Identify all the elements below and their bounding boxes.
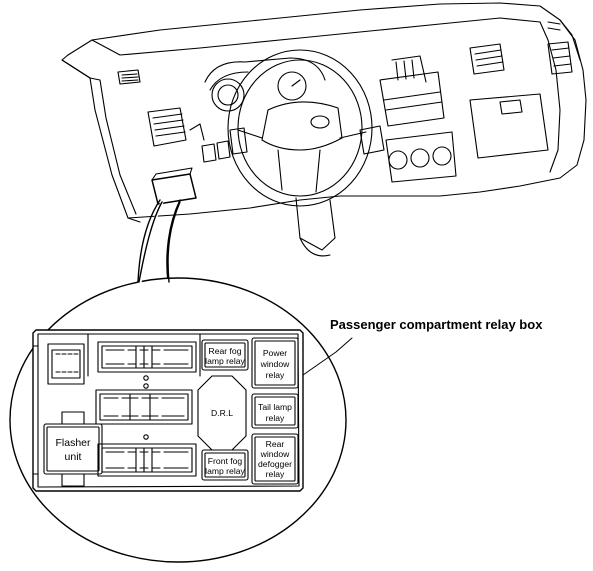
label-rear-defogger-4: relay <box>266 469 285 479</box>
connector-left-top <box>47 343 85 385</box>
screw-hole <box>143 434 149 440</box>
label-tail-lamp-2: relay <box>266 413 285 423</box>
relay-rear-fog <box>201 339 249 371</box>
label-rear-defogger-3: defogger <box>258 459 292 469</box>
relay-blocks-dash <box>189 123 248 163</box>
side-air-vent <box>147 107 187 147</box>
label-flasher-2: unit <box>65 451 82 463</box>
diagram-title: Passenger compartment relay box <box>330 317 543 332</box>
label-front-fog-2: lamp relay <box>205 466 245 476</box>
connector-top-center <box>97 341 197 373</box>
label-rear-defogger-2: window <box>260 449 290 459</box>
label-drl: D.R.L <box>211 408 233 418</box>
label-rear-defogger-1: Rear <box>266 439 285 449</box>
label-tail-lamp-1: Tail lamp <box>258 402 292 412</box>
label-power-window-1: Power <box>263 348 287 358</box>
label-flasher-1: Flasher <box>55 437 91 449</box>
right-vent <box>469 43 505 75</box>
relay-box-location <box>151 167 197 205</box>
label-power-window-2: window <box>260 359 290 369</box>
dashboard-illustration <box>61 2 587 257</box>
screw-hole <box>143 375 149 381</box>
flasher-unit-housing <box>43 411 103 487</box>
relay-rear-defogger <box>251 433 299 485</box>
relay-front-fog <box>201 449 249 481</box>
label-front-fog-1: Front fog <box>208 456 243 466</box>
center-stack <box>359 55 457 183</box>
steering-wheel <box>227 49 373 257</box>
label-rear-fog-2: lamp relay <box>205 356 245 366</box>
left-vent <box>117 69 141 85</box>
connector-middle <box>95 389 193 425</box>
screw-hole <box>143 383 149 389</box>
relay-tail-lamp <box>251 393 299 429</box>
label-power-window-3: relay <box>266 370 285 380</box>
label-rear-fog-1: Rear fog <box>209 346 242 356</box>
relay-power-window <box>251 337 299 389</box>
